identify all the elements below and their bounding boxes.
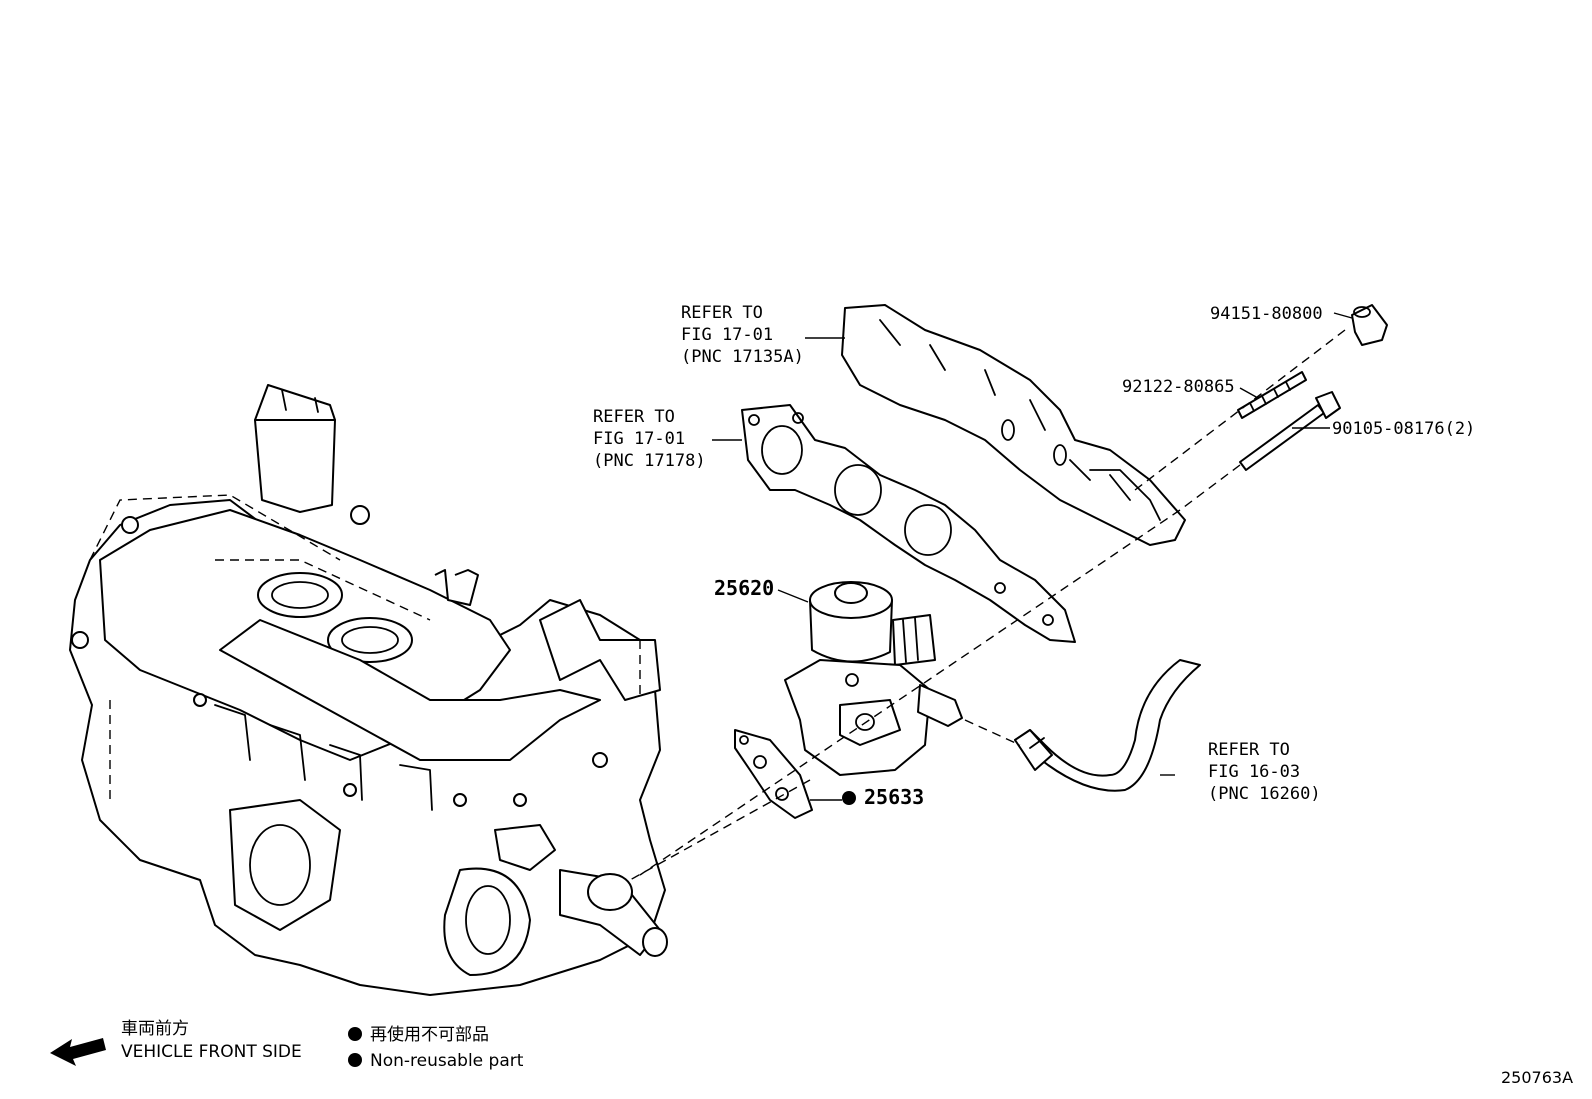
- legend-nonreuse-en-row: Non-reusable part: [348, 1050, 523, 1072]
- callout-refer-gasket-line1: REFER TO: [593, 407, 675, 427]
- part-number-egr-gasket-text: 25633: [864, 785, 925, 809]
- intake-gasket: [741, 404, 1076, 643]
- part-number-stud: 92122-80865: [1122, 377, 1235, 397]
- legend-direction-jp: 車両前方: [121, 1019, 189, 1039]
- leader-lines: [712, 312, 1353, 801]
- part-number-bolt: 90105-08176(2): [1332, 419, 1476, 439]
- callout-refer-manifold-line3: (PNC 17135A): [681, 347, 804, 367]
- part-number-egr-gasket: 25633: [842, 787, 924, 808]
- legend-direction-en: VEHICLE FRONT SIDE: [121, 1042, 302, 1062]
- egr-gasket: [734, 729, 813, 819]
- callout-refer-hose-line1: REFER TO: [1208, 740, 1290, 760]
- legend-nonreuse-en: Non-reusable part: [370, 1051, 524, 1071]
- egr-valve: [784, 581, 963, 776]
- callout-refer-manifold-line1: REFER TO: [681, 303, 763, 323]
- part-number-egr-valve: 25620: [714, 576, 775, 600]
- vehicle-front-arrow-icon: [50, 1038, 106, 1066]
- callout-refer-hose-line3: (PNC 16260): [1208, 784, 1321, 804]
- engine-head-assembly: [69, 384, 668, 996]
- non-reusable-dot-icon: [842, 791, 856, 805]
- legend-nonreuse-jp-row: 再使用不可部品: [348, 1024, 489, 1046]
- legend-nonreuse-jp: 再使用不可部品: [370, 1025, 489, 1045]
- assembly-lines: [629, 329, 1346, 881]
- callout-refer-gasket-line2: FIG 17-01: [593, 429, 686, 449]
- intake-manifold: [841, 304, 1186, 546]
- non-reusable-dot-icon: [348, 1053, 362, 1067]
- callout-refer-manifold-line2: FIG 17-01: [681, 325, 774, 345]
- callout-refer-hose-line2: FIG 16-03: [1208, 762, 1301, 782]
- non-reusable-dot-icon: [348, 1027, 362, 1041]
- small-hardware: [1237, 304, 1388, 471]
- part-number-cap: 94151-80800: [1210, 304, 1323, 324]
- callout-refer-gasket-line3: (PNC 17178): [593, 451, 706, 471]
- figure-id: 250763A: [1501, 1068, 1574, 1087]
- egr-hose: [1014, 659, 1201, 792]
